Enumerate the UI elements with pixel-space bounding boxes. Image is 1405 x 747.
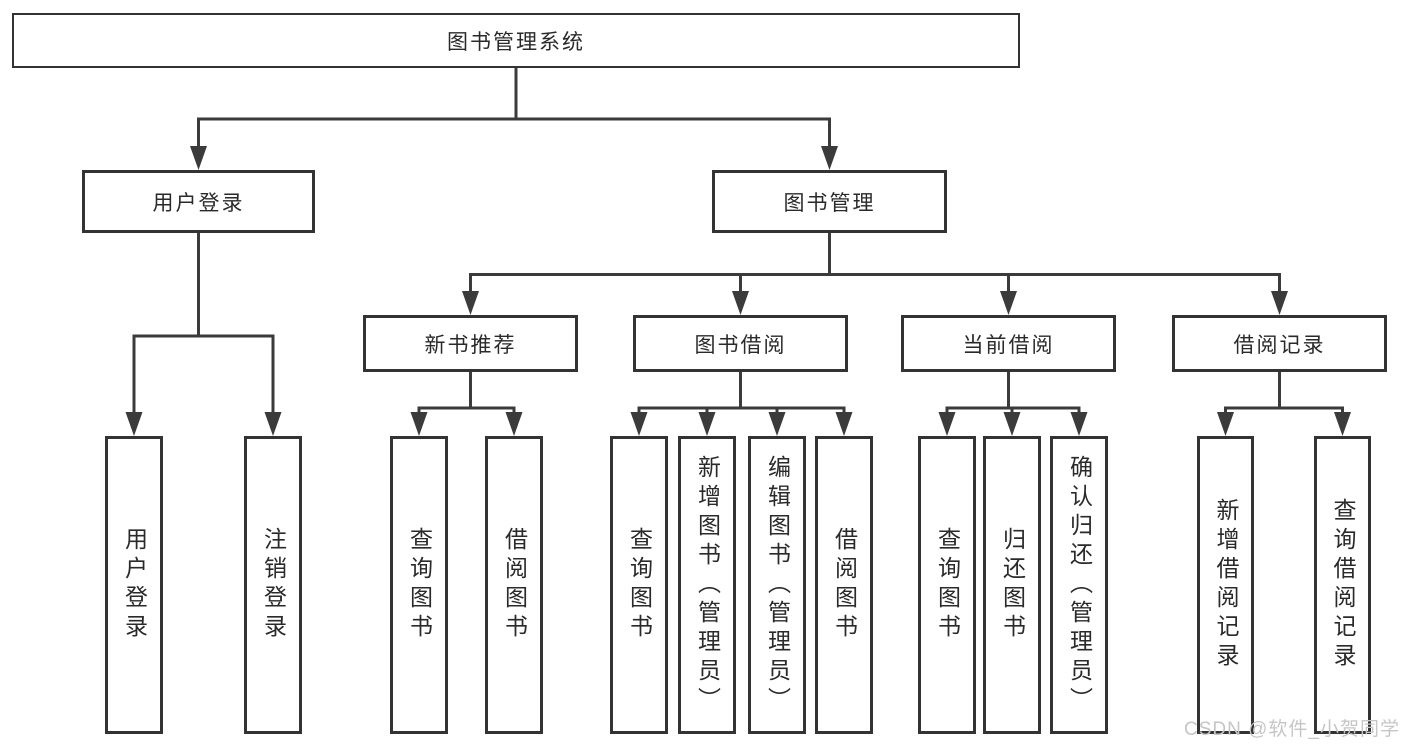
- connector-book-borrow: [630, 372, 853, 436]
- leaf-borrow-books: 借阅图书: [815, 436, 873, 734]
- node-user-login: 用户登录: [82, 170, 315, 233]
- leaf-user-login: 用户登录: [105, 436, 163, 734]
- connector-current-borrow: [938, 372, 1088, 436]
- leaf-query-borrow-record: 查询借阅记录: [1314, 436, 1371, 734]
- leaf-query-books-current: 查询图书: [918, 436, 976, 734]
- node-new-book-recommend: 新书推荐: [363, 315, 578, 372]
- leaf-return-books: 归还图书: [983, 436, 1041, 734]
- connector-new-book-recommend: [410, 372, 523, 436]
- csdn-watermark: CSDN @软件_小贺同学: [1184, 719, 1400, 740]
- leaf-query-books-recommend: 查询图书: [390, 436, 448, 734]
- connector-borrow-records: [1217, 372, 1351, 436]
- node-book-borrow: 图书借阅: [633, 315, 848, 372]
- node-library-management-system: 图书管理系统: [12, 13, 1020, 68]
- leaf-borrow-books-recommend: 借阅图书: [485, 436, 543, 734]
- leaf-edit-books-admin: 编辑图书（管理员）: [748, 436, 806, 734]
- node-book-management: 图书管理: [712, 170, 947, 233]
- leaf-add-borrow-record: 新增借阅记录: [1197, 436, 1254, 734]
- connector-root: [190, 68, 838, 170]
- node-current-borrow: 当前借阅: [901, 315, 1116, 372]
- leaf-add-books-admin: 新增图书（管理员）: [678, 436, 736, 734]
- connector-user-login: [125, 233, 282, 436]
- leaf-logout: 注销登录: [244, 436, 302, 734]
- connector-book-management: [462, 233, 1288, 315]
- node-borrow-records: 借阅记录: [1172, 315, 1387, 372]
- leaf-confirm-return-admin: 确认归还（管理员）: [1050, 436, 1108, 734]
- leaf-query-books-borrow: 查询图书: [610, 436, 668, 734]
